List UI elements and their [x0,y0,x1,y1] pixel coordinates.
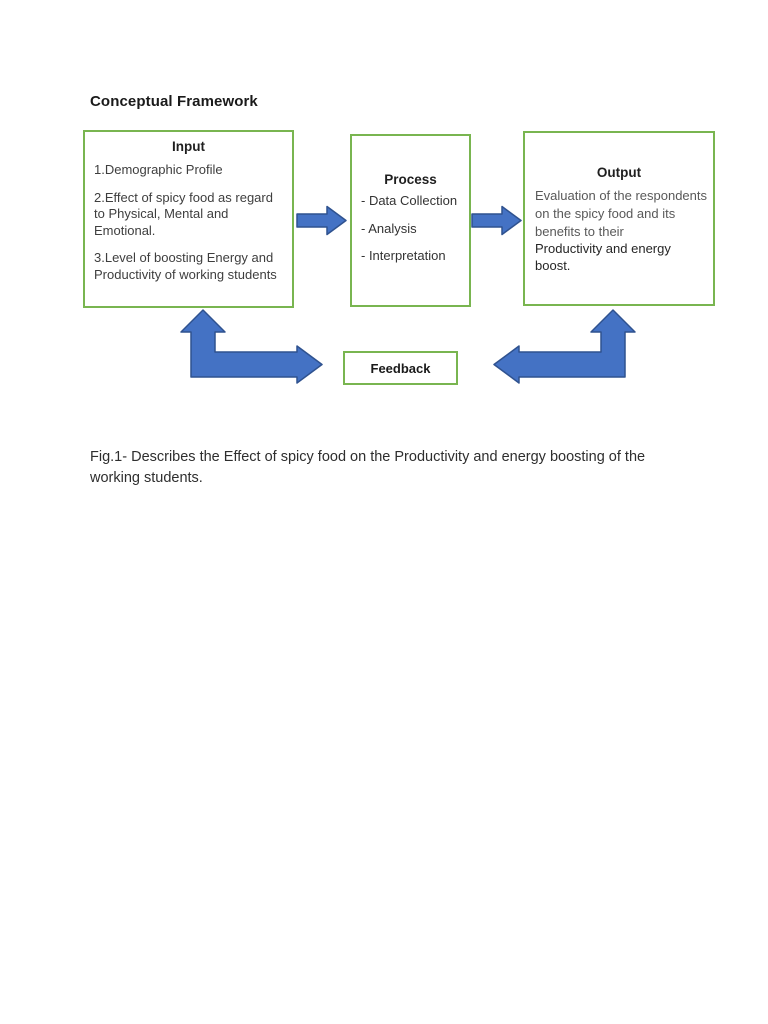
output-text-gray: Evaluation of the respondents on the spi… [535,188,708,239]
process-item-3: - Interpretation [361,248,446,263]
arrow-input-to-process [296,205,347,236]
arrow-feedback-loop-right [493,309,636,384]
right-arrow-shape [471,205,522,236]
figure-caption: Fig.1- Describes the Effect of spicy foo… [90,449,646,486]
bent-up-right-arrow-shape [180,309,323,384]
feedback-box-label: Feedback [370,360,431,376]
feedback-box: Feedback [343,351,458,385]
arrow-feedback-loop-left [180,309,323,384]
process-item-2: - Analysis [361,220,417,236]
process-box-body: - Data Collection - Analysis - Interpret… [352,193,469,265]
output-box-title: Output [596,165,642,180]
input-box-title: Input [172,139,205,154]
process-box: Process - Data Collection - Analysis - I… [350,134,471,307]
input-box-body: 1.Demographic Profile 2.Effect of spicy … [85,162,292,283]
input-box: Input 1.Demographic Profile 2.Effect of … [83,130,294,308]
input-item-3: 3.Level of boosting Energy and Productiv… [94,250,277,282]
process-box-title: Process [384,172,437,187]
arrow-process-to-output [471,205,522,236]
output-box-body: Evaluation of the respondents on the spi… [525,187,713,274]
process-item-1: - Data Collection [361,193,458,208]
output-box: Output Evaluation of the respondents on … [523,131,715,306]
output-text-dark: Productivity and energy boost. [535,241,671,273]
input-item-2: 2.Effect of spicy food as regard to Phys… [94,189,273,238]
input-item-1: 1.Demographic Profile [94,162,223,177]
page-title: Conceptual Framework [90,93,258,110]
bent-up-left-arrow-shape [493,309,636,384]
right-arrow-shape [296,205,347,236]
